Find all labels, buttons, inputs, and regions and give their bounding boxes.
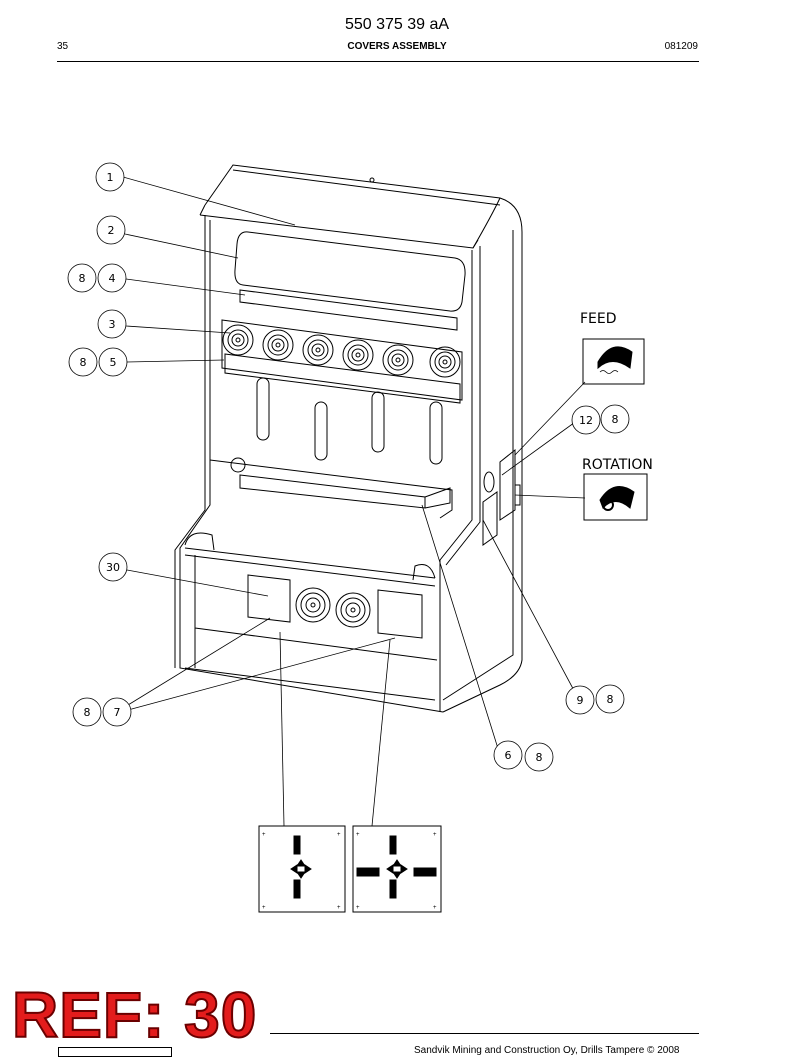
footer-logo xyxy=(58,1047,172,1057)
leader-lines xyxy=(122,176,586,827)
middle-shelf xyxy=(209,457,453,519)
cabinet-outline xyxy=(174,164,523,713)
callout-8: 8 xyxy=(536,751,543,764)
svg-text:+: + xyxy=(433,905,437,911)
rotation-label: ROTATION xyxy=(582,457,653,473)
callout-9: 9 xyxy=(577,694,584,707)
svg-text:+: + xyxy=(262,905,266,911)
callout-4: 4 xyxy=(109,272,116,285)
callout-1: 1 xyxy=(107,171,114,184)
date-code: 081209 xyxy=(664,41,698,52)
callout-circles xyxy=(67,162,630,772)
callout-2: 2 xyxy=(108,224,115,237)
footer-copyright: Sandvik Mining and Construction Oy, Dril… xyxy=(414,1045,680,1056)
svg-text:+: + xyxy=(262,832,266,838)
feed-label: FEED xyxy=(580,311,617,327)
joystick-row xyxy=(222,324,461,378)
page-number: 35 xyxy=(57,41,69,52)
rotation-decal xyxy=(583,473,648,521)
document-number: 550 375 39 aA xyxy=(344,16,450,33)
svg-text:+: + xyxy=(356,905,360,911)
lower-controls xyxy=(247,574,423,639)
callout-8: 8 xyxy=(607,693,614,706)
feed-decal xyxy=(582,338,645,385)
lever-slots xyxy=(256,377,443,465)
lower-desk xyxy=(184,532,438,701)
joystick-decal-right: + + + + xyxy=(352,825,442,913)
control-panel-plate xyxy=(221,319,463,401)
callout-numbers: 1 2 8 4 3 8 5 30 8 7 6 8 9 8 12 8 xyxy=(79,171,619,764)
svg-text:+: + xyxy=(337,832,341,838)
callout-6: 6 xyxy=(505,749,512,762)
ref-stamp: REF: 30 xyxy=(11,979,258,1051)
callout-8: 8 xyxy=(80,356,87,369)
header-rule xyxy=(57,61,699,62)
callout-3: 3 xyxy=(109,318,116,331)
svg-text:+: + xyxy=(356,832,360,838)
joystick-decal-left: + + + + xyxy=(258,825,346,913)
callout-12: 12 xyxy=(579,414,593,427)
lower-plate xyxy=(224,353,461,404)
svg-text:+: + xyxy=(337,905,341,911)
display-window xyxy=(234,231,466,312)
panel-strip xyxy=(239,289,458,331)
callout-8: 8 xyxy=(612,413,619,426)
callout-8: 8 xyxy=(79,272,86,285)
callout-8: 8 xyxy=(84,706,91,719)
callout-7: 7 xyxy=(114,706,121,719)
footer-rule xyxy=(270,1033,699,1034)
page-title: COVERS ASSEMBLY xyxy=(347,41,447,52)
callout-5: 5 xyxy=(110,356,117,369)
callout-30: 30 xyxy=(106,561,120,574)
svg-text:+: + xyxy=(433,832,437,838)
